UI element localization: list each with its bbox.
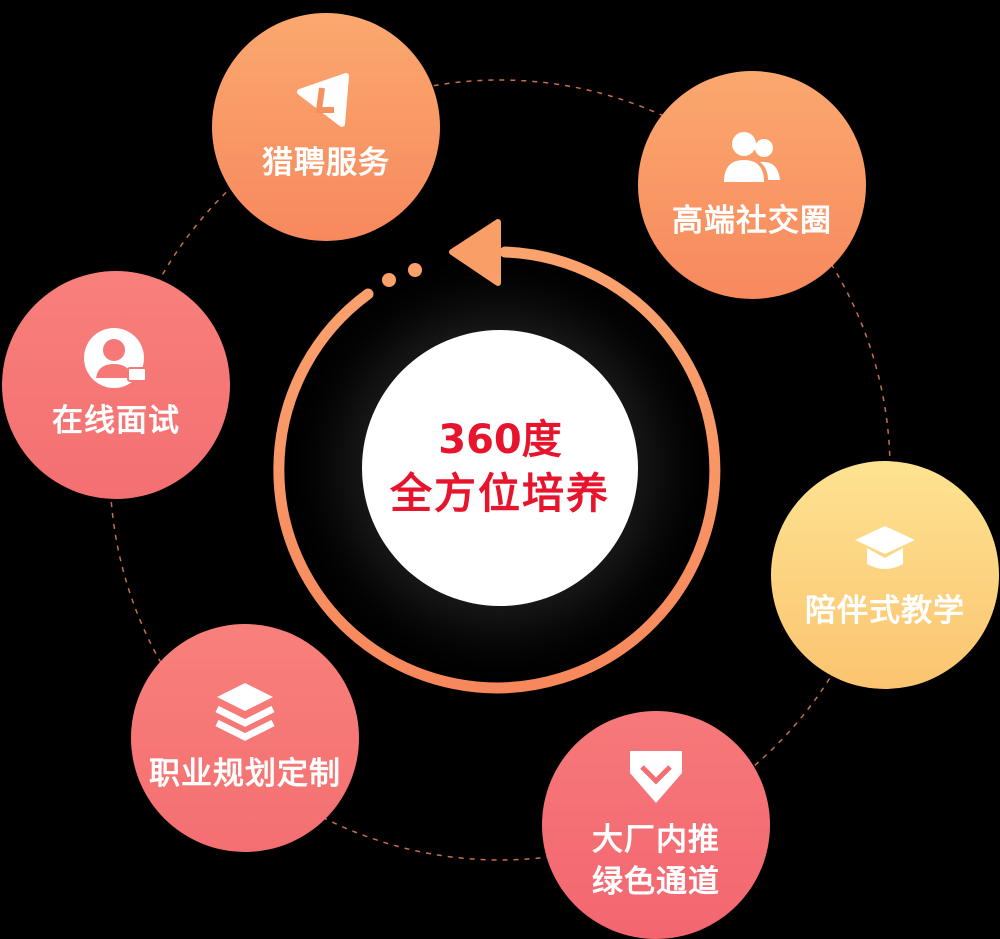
user-chat-icon	[84, 328, 147, 388]
node-companion-teaching: 陪伴式教学	[771, 461, 999, 689]
center-circle: 360度 全方位培养	[362, 330, 638, 606]
center-title: 360度	[438, 417, 562, 463]
node-referral-channel: 大厂内推 绿色通道	[542, 711, 770, 939]
users-icon	[724, 132, 780, 182]
layers-icon	[215, 683, 275, 741]
node-career-planning: 职业规划定制	[131, 624, 359, 852]
cycle-arc	[273, 246, 721, 694]
dot	[382, 273, 396, 287]
cycle-arrowhead-icon	[449, 219, 501, 286]
graduation-cap-icon	[855, 526, 915, 569]
diamond-icon	[630, 751, 682, 803]
liepin-logo-icon	[297, 73, 349, 127]
node-liepin-service: 猎聘服务	[212, 13, 440, 241]
node-online-interview: 在线面试	[2, 271, 230, 499]
center-subtitle: 全方位培养	[389, 469, 610, 518]
node-high-end-social: 高端社交圈	[638, 71, 866, 299]
dot	[408, 263, 422, 277]
